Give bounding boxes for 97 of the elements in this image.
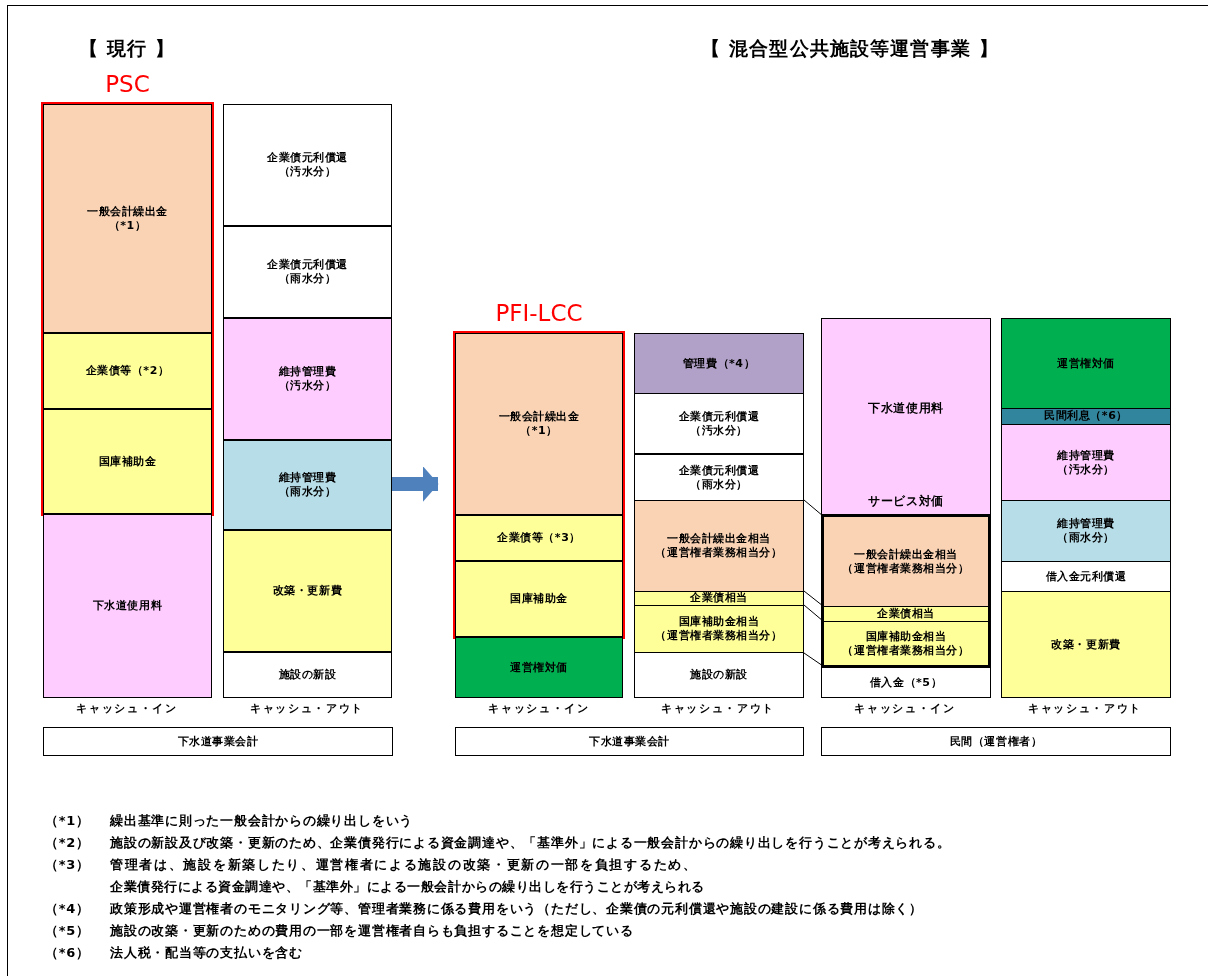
footnote-marker: （*1） xyxy=(45,812,90,830)
account-label: 下水道事業会計 xyxy=(176,734,260,749)
block-label: 下水道使用料 xyxy=(867,401,945,415)
block-label: サービス対価 xyxy=(867,494,945,508)
budget-block xyxy=(223,104,392,226)
budget-block xyxy=(634,333,804,394)
footnote-text: 施設の改築・更新のための費用の一部を運営権者自らも負担することを想定している xyxy=(110,922,634,940)
footnote-text: 施設の新設及び改築・更新のため、企業債発行による資金調達や、「基準外」による一般会計からの繰り出しを行うことが考えられる。 xyxy=(110,834,951,852)
block-label: 企業債相当 xyxy=(876,607,936,620)
budget-block xyxy=(823,516,989,607)
account-bar xyxy=(455,727,804,756)
account-bar xyxy=(821,727,1171,756)
frame-title: PSC xyxy=(104,70,151,98)
budget-block xyxy=(1001,561,1171,592)
block-label: 維持管理費（汚水分） xyxy=(277,365,338,393)
footnote-text: 法人税・配当等の支払いを含む xyxy=(110,944,303,962)
budget-block xyxy=(43,333,212,409)
block-label: 企業債相当 xyxy=(689,592,749,604)
block-label: 一般会計繰出金相当（運営権者業務相当分） xyxy=(654,532,784,560)
column-caption: キャッシュ・アウト xyxy=(1027,701,1143,717)
budget-block xyxy=(821,318,991,515)
footnote-text: 管理者は、施設を新築したり、運営権者による施設の改築・更新の一部を負担するため、企業債発行による資金調達や、「基準外」による一般会計からの繰り出しを行うことが考えられる xyxy=(110,856,706,896)
section-heading: 【 混合型公共施設等運営事業 】 xyxy=(700,36,1000,61)
correspondence-line xyxy=(803,499,824,517)
column-caption: キャッシュ・イン xyxy=(487,701,591,717)
block-label: 借入金元利償還 xyxy=(1044,569,1128,584)
budget-block xyxy=(634,454,804,501)
budget-block xyxy=(821,667,991,698)
block-label: 維持管理費（汚水分） xyxy=(1055,448,1116,477)
block-label: 企業債元利償還（汚水分） xyxy=(677,409,761,438)
footnote-text: 繰出基準に則った一般会計からの繰り出しをいう xyxy=(110,812,414,830)
block-label: 管理費（*4） xyxy=(681,356,757,371)
budget-block xyxy=(43,104,212,333)
correspondence-line xyxy=(803,604,824,622)
budget-block xyxy=(1001,424,1171,501)
block-label: 国庫補助金 xyxy=(509,592,569,606)
block-label: 維持管理費（雨水分） xyxy=(1055,517,1116,545)
block-label: 施設の新設 xyxy=(277,668,338,682)
footnote-marker: （*3） xyxy=(45,856,90,874)
budget-block xyxy=(634,393,804,454)
section-heading: 【 現行 】 xyxy=(77,36,177,61)
budget-block xyxy=(634,652,804,698)
budget-block xyxy=(223,226,392,318)
block-label: 民間利息（*6） xyxy=(1043,410,1129,422)
block-arrow xyxy=(392,465,439,503)
block-label: 企業債元利償還（雨水分） xyxy=(677,463,761,492)
block-label: 一般会計繰出金（*1） xyxy=(497,410,581,438)
frame-title: PFI-LCC xyxy=(494,299,584,327)
correspondence-line xyxy=(803,590,824,607)
budget-block xyxy=(43,409,212,514)
block-label: 企業債等（*3） xyxy=(496,531,582,545)
column-caption: キャッシュ・イン xyxy=(75,701,179,717)
block-label: 下水道使用料 xyxy=(91,599,164,613)
block-label: 施設の新設 xyxy=(689,668,749,682)
block-label: 国庫補助金相当（運営権者業務相当分） xyxy=(654,615,784,643)
block-label: 維持管理費（雨水分） xyxy=(277,471,338,499)
block-label: 企業債等（*2） xyxy=(84,364,171,378)
grouped-frame xyxy=(821,514,991,668)
block-label: 改築・更新費 xyxy=(271,584,344,598)
block-label: 改築・更新費 xyxy=(1050,637,1122,652)
account-label: 民間（運営権者） xyxy=(948,734,1044,749)
budget-block xyxy=(455,333,623,515)
budget-block xyxy=(634,500,804,592)
budget-block xyxy=(823,621,989,666)
column-caption: キャッシュ・アウト xyxy=(249,701,365,717)
budget-block xyxy=(823,606,989,622)
block-label: 一般会計繰出金（*1） xyxy=(86,204,169,233)
block-label: 運営権対価 xyxy=(1056,356,1116,371)
budget-block xyxy=(223,318,392,440)
block-label: 国庫補助金 xyxy=(97,454,158,469)
block-label: 企業債元利償還（雨水分） xyxy=(266,258,349,286)
budget-block xyxy=(43,514,212,698)
footnote-text: 政策形成や運営権者のモニタリング等、管理者業務に係る費用をいう（ただし、企業債の元利償還や施設の建設に係る費用は除く） xyxy=(110,900,924,918)
budget-block xyxy=(223,652,392,698)
block-label: 一般会計繰出金相当（運営権者業務相当分） xyxy=(841,547,971,576)
footnote-marker: （*4） xyxy=(45,900,90,918)
budget-block xyxy=(455,637,623,698)
block-label: 企業債元利償還（汚水分） xyxy=(266,151,349,179)
correspondence-line xyxy=(803,652,824,667)
block-label: 借入金（*5） xyxy=(868,675,944,690)
budget-block xyxy=(634,605,804,653)
block-label: 運営権対価 xyxy=(509,660,569,675)
budget-block xyxy=(1001,591,1171,698)
column-caption: キャッシュ・アウト xyxy=(660,701,776,717)
account-label: 下水道事業会計 xyxy=(588,734,671,749)
column-caption: キャッシュ・イン xyxy=(853,701,957,717)
budget-block xyxy=(223,530,392,652)
budget-block xyxy=(455,561,623,637)
footnote-marker: （*5） xyxy=(45,922,90,940)
budget-block xyxy=(1001,500,1171,562)
account-bar xyxy=(43,727,393,756)
block-label: 国庫補助金相当（運営権者業務相当分） xyxy=(841,629,971,658)
budget-block xyxy=(223,440,392,530)
budget-block xyxy=(455,515,623,561)
footnote-marker: （*2） xyxy=(45,834,90,852)
budget-block xyxy=(1001,318,1171,409)
footnote-marker: （*6） xyxy=(45,944,90,962)
